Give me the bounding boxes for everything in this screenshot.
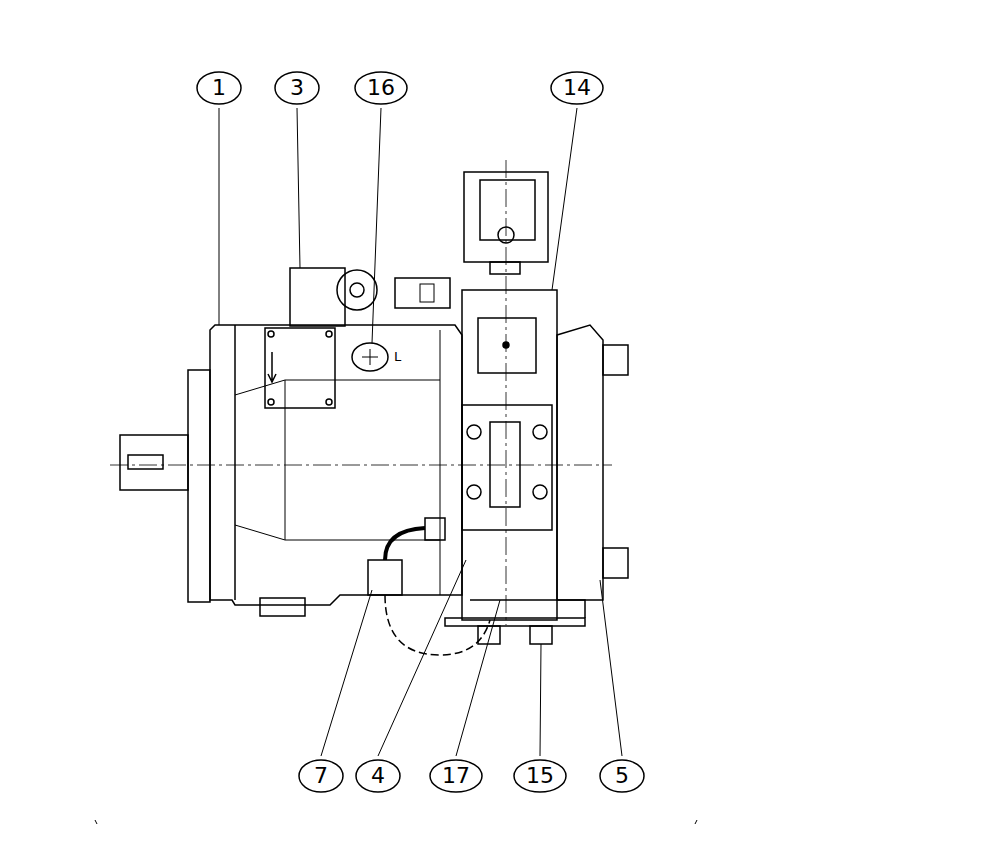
pipe [385, 528, 425, 560]
callout-ellipse [299, 760, 343, 792]
callout-ellipse [551, 72, 603, 104]
plug [362, 349, 378, 365]
callout-bubble: 5 [599, 759, 645, 793]
sensor-body [290, 268, 345, 326]
bolt-head [603, 345, 628, 375]
leader-line [372, 108, 381, 343]
rotation-arrow [268, 352, 276, 382]
callout-ellipse [600, 760, 644, 792]
callout-bubble: 4 [355, 759, 401, 793]
center-line [110, 465, 612, 466]
callout-bubble: 3 [274, 71, 320, 105]
valve-dot [503, 342, 509, 348]
callout-number: 5 [615, 765, 629, 787]
leader-line [297, 108, 300, 268]
callout-ellipse [197, 72, 241, 104]
sensor-head [350, 283, 364, 297]
pipe-fitting [425, 518, 445, 540]
end-plate [557, 325, 603, 600]
leader-line [600, 580, 622, 756]
screw [326, 331, 332, 337]
screw [268, 399, 274, 405]
callout-bubble: 16 [354, 71, 408, 105]
sensor-head [337, 270, 377, 310]
solenoid-nut [498, 227, 514, 243]
callout-number: 3 [290, 77, 304, 99]
pump-housing [210, 325, 462, 605]
drive-shaft [120, 435, 188, 490]
plug [352, 343, 388, 371]
callout-bubble: 7 [298, 759, 344, 793]
callout-number: 16 [367, 77, 395, 99]
callout-bubble: 15 [513, 759, 567, 793]
drain-port [260, 598, 305, 616]
leader-line [219, 108, 220, 325]
callout-number: 14 [563, 77, 591, 99]
valve-cap [478, 318, 536, 373]
screw [268, 331, 274, 337]
sensor-connector [395, 278, 450, 308]
screw [467, 425, 481, 439]
callout-bubble: 1 [196, 71, 242, 105]
leader-line [552, 108, 577, 290]
screw [533, 485, 547, 499]
solenoid-nut [490, 262, 520, 274]
callout-number: 4 [371, 765, 385, 787]
bolt [530, 626, 552, 644]
base-plate [445, 618, 585, 626]
sheet-mark [95, 820, 697, 824]
callout-number: 15 [526, 765, 554, 787]
mounting-flange [188, 370, 210, 602]
callout-bubble: 14 [550, 71, 604, 105]
callout-number: 17 [442, 765, 470, 787]
leader-line [321, 590, 372, 756]
callout-ellipse [275, 72, 319, 104]
control-valve [462, 405, 552, 530]
screw [467, 485, 481, 499]
callout-bubble: 17 [429, 759, 483, 793]
bolt-head [603, 548, 628, 578]
center-line [506, 160, 507, 625]
leader-line [540, 644, 541, 756]
callout-ellipse [355, 72, 407, 104]
leader-line [378, 560, 466, 756]
callout-number: 1 [212, 77, 226, 99]
housing-edge [234, 325, 236, 600]
hidden-pipe [385, 595, 490, 655]
solenoid-connector [480, 180, 535, 240]
valve-block [462, 290, 557, 620]
bolt [478, 626, 500, 644]
screw [533, 425, 547, 439]
solenoid [464, 172, 548, 262]
callout-ellipse [430, 760, 482, 792]
callout-ellipse [514, 760, 566, 792]
shaft-key [128, 455, 163, 469]
leader-line [456, 600, 500, 756]
screw [326, 399, 332, 405]
control-window [490, 422, 520, 507]
port-label: L [393, 350, 402, 363]
sensor-connector [420, 284, 434, 302]
port-block [470, 600, 585, 618]
callout-ellipse [356, 760, 400, 792]
name-plate [265, 328, 335, 408]
pipe-coupling [368, 560, 402, 595]
callout-number: 7 [314, 765, 328, 787]
